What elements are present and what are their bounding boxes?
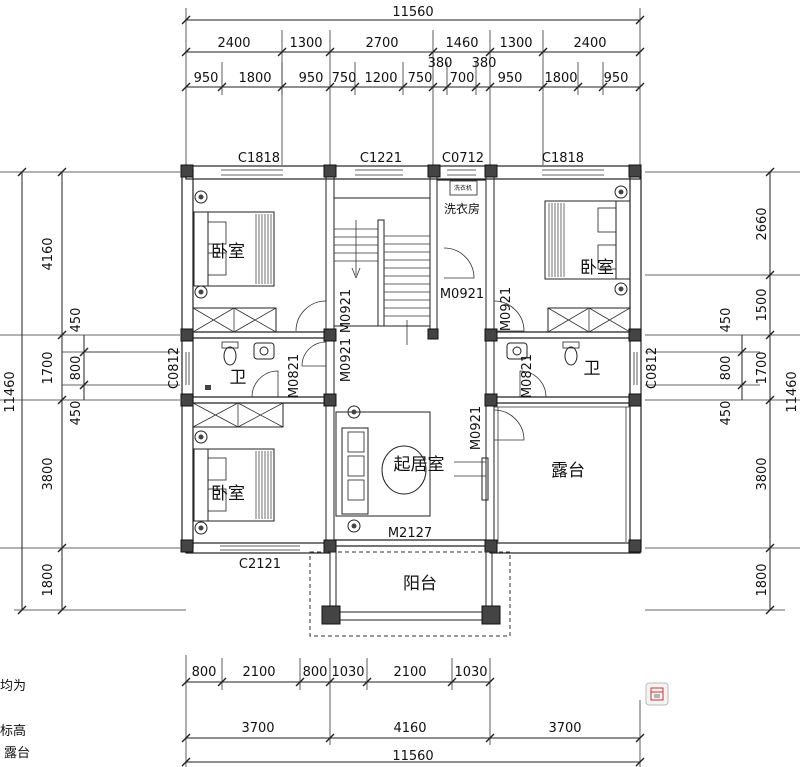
- window-c1818-right: C1818: [542, 151, 584, 166]
- washer-label: 洗衣机: [454, 184, 472, 192]
- dim-top-3: 2700: [365, 36, 398, 51]
- balcony: [309, 551, 511, 637]
- bed-top-left: [193, 190, 275, 299]
- dim-right-2: 1500: [755, 288, 770, 321]
- wardrobe-top-left: [192, 307, 277, 333]
- dim-top-6: 2400: [573, 36, 606, 51]
- room-balcony: 阳台: [403, 574, 437, 594]
- terrace-railing: [494, 406, 630, 542]
- room-bath-left: 卫: [230, 368, 247, 388]
- top-dimensions: 11560 2400 1300 2700 1460 1300 2400 950 …: [181, 5, 645, 165]
- dim-left-6: 3800: [41, 457, 56, 490]
- bottom-dimensions: 800 2100 800 1030 2100 1030 3700 4160 37…: [181, 655, 645, 767]
- dim-left-7: 1800: [41, 563, 56, 596]
- dim-top2-4: 750: [332, 71, 357, 86]
- door-m0921-c: M0921: [499, 287, 514, 331]
- window-c2121: C2121: [239, 557, 281, 572]
- dim-right-7: 3800: [755, 457, 770, 490]
- window-c1221: C1221: [360, 151, 402, 166]
- note-2: 标高: [0, 723, 26, 739]
- dim-top2-small-1: 380: [428, 56, 453, 71]
- door-m0821-right: M0821: [520, 354, 535, 398]
- dim-top2-7: 700: [450, 71, 475, 86]
- dim-bottom-3: 800: [303, 665, 328, 680]
- dim-left-5: 450: [69, 401, 84, 426]
- window-c1818-left: C1818: [238, 151, 280, 166]
- dim-top2-1: 950: [194, 71, 219, 86]
- dim-bottom-5: 2100: [393, 665, 426, 680]
- dim-bottom2-1: 3700: [241, 721, 274, 736]
- bath-left-fixtures: [205, 341, 275, 390]
- dim-top2-3: 950: [299, 71, 324, 86]
- dim-left-2: 450: [69, 308, 84, 333]
- dim-right-3: 450: [719, 308, 734, 333]
- dim-top-total: 11560: [392, 5, 433, 20]
- wardrobe-bottom-left: [192, 402, 284, 428]
- dim-bottom-1: 800: [192, 665, 217, 680]
- door-swings: [251, 247, 547, 501]
- dim-top-2: 1300: [289, 36, 322, 51]
- staircase: [333, 197, 431, 345]
- dim-right-1: 2660: [755, 207, 770, 240]
- dim-left-total: 11460: [3, 371, 18, 412]
- bed-top-right: [544, 185, 631, 296]
- dim-right-total: 11460: [785, 371, 800, 412]
- dim-bottom-2: 2100: [242, 665, 275, 680]
- room-laundry: 洗衣房: [444, 201, 480, 216]
- dim-top2-9: 1800: [544, 71, 577, 86]
- dim-bottom2-3: 3700: [548, 721, 581, 736]
- washer: 洗衣机: [449, 180, 478, 196]
- room-labels: 卧室 卧室 卧室 卫 卫 洗衣房 起居室 露台 阳台: [211, 201, 614, 594]
- living-furniture: [335, 405, 486, 533]
- door-m0821-left: M0821: [287, 354, 302, 398]
- door-m0921-a: M0921: [339, 289, 354, 333]
- right-dimensions: 11460 2660 1500 450 1700 800 450 3800 18…: [645, 167, 800, 615]
- dim-bottom-4: 1030: [331, 665, 364, 680]
- dim-top2-2: 1800: [238, 71, 271, 86]
- dim-right-5: 800: [719, 356, 734, 381]
- dim-left-3: 1700: [41, 351, 56, 384]
- door-m2127: M2127: [388, 526, 432, 541]
- dim-right-4: 1700: [755, 351, 770, 384]
- dim-top2-10: 950: [604, 71, 629, 86]
- door-m0921-e: M0921: [469, 406, 484, 450]
- dim-left-4: 800: [69, 356, 84, 381]
- dim-left-1: 4160: [41, 237, 56, 270]
- dim-top-1: 2400: [217, 36, 250, 51]
- room-bath-right: 卫: [584, 359, 601, 379]
- window-c0712: C0712: [442, 151, 484, 166]
- dim-top-5: 1300: [499, 36, 532, 51]
- door-labels: M0921 M0921 M0921 M0921 M0921 M0821 M082…: [287, 287, 535, 541]
- dim-top2-small-2: 380: [472, 56, 497, 71]
- window-c0812-left: C0812: [167, 347, 182, 389]
- dim-right-6: 450: [719, 401, 734, 426]
- dim-top2-5: 1200: [364, 71, 397, 86]
- door-m0921-b: M0921: [440, 287, 484, 302]
- dim-bottom-6: 1030: [454, 665, 487, 680]
- room-bedroom-bottom-left: 卧室: [211, 484, 245, 504]
- dim-top-4: 1460: [445, 36, 478, 51]
- room-living: 起居室: [394, 455, 445, 475]
- dim-bottom-total: 11560: [392, 749, 433, 764]
- dim-top2-6: 750: [408, 71, 433, 86]
- door-m0921-d: M0921: [339, 338, 354, 382]
- toolbox-icon[interactable]: [645, 682, 669, 706]
- dim-bottom2-2: 4160: [393, 721, 426, 736]
- bed-bottom-left: [193, 430, 275, 535]
- room-bedroom-top-right: 卧室: [580, 258, 614, 278]
- wardrobe-top-right: [547, 307, 631, 333]
- note-1: 均为: [0, 679, 26, 694]
- note-3: 露台: [4, 746, 30, 761]
- room-terrace: 露台: [551, 461, 585, 481]
- window-c0812-right: C0812: [645, 347, 660, 389]
- walls: [180, 164, 642, 554]
- left-dimensions: 11460 4160 450 1700 800 450 3800 1800: [0, 167, 186, 615]
- room-bedroom-top-left: 卧室: [211, 242, 245, 262]
- dim-top2-8: 950: [498, 71, 523, 86]
- bath-right-fixtures: [506, 341, 580, 366]
- dim-right-8: 1800: [755, 563, 770, 596]
- window-labels: C1818 C1221 C0712 C1818 C0812 C0812 C212…: [167, 151, 660, 572]
